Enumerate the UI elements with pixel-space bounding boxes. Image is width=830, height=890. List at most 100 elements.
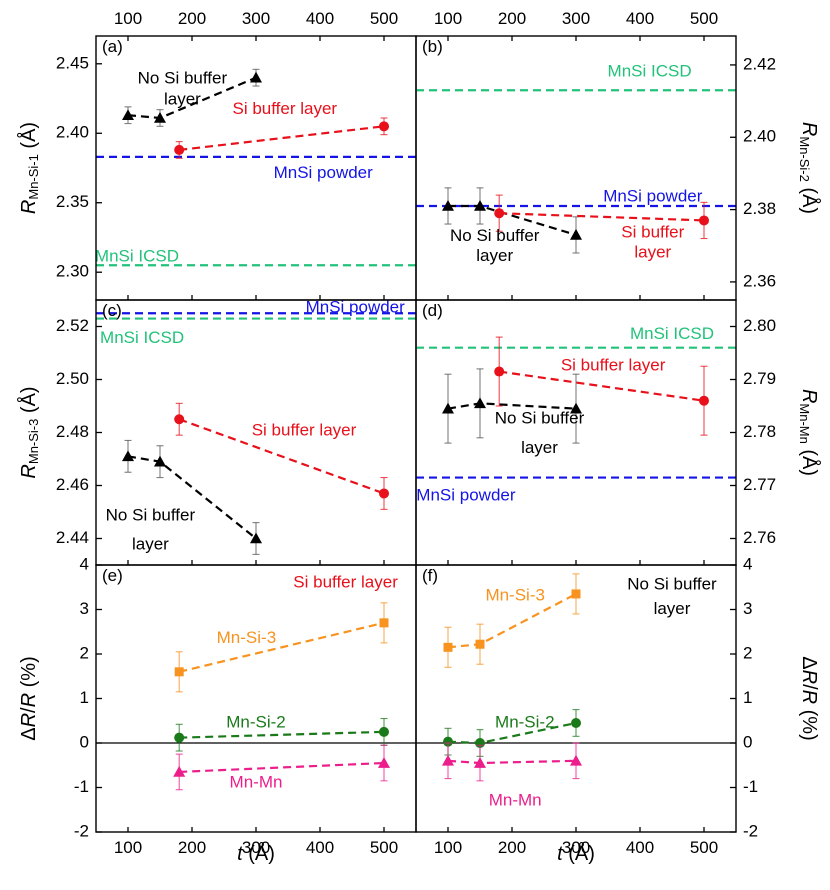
panel-a-annotation-1: No Si buffer	[138, 69, 228, 88]
panel-c-annotation-3: Si buffer layer	[252, 421, 357, 440]
panel-b-series-1-point-1	[442, 199, 454, 211]
panel-f-series-1-point-3	[571, 589, 581, 599]
panel-e-xtick-label-3: 300	[242, 838, 270, 857]
panel-f-ytick-label-3: 0	[743, 732, 752, 751]
panel-e-ytick-label-1: -2	[74, 821, 89, 840]
panel-f-ytick-label-5: 2	[743, 643, 752, 662]
panel-e-series-3-line	[179, 761, 385, 774]
panel-a-ytick-label-3: 2.40	[56, 123, 89, 142]
panel-a-top-tick-label-4: 400	[306, 9, 334, 28]
panel-d-annotation-3: No Si buffer	[495, 409, 585, 428]
panel-f-annotation-4: Mn-Si-2	[495, 712, 555, 731]
panel-e-annotation-4: Mn-Mn	[230, 773, 283, 792]
panel-c-series-2-point-1	[174, 414, 185, 425]
panel-d-series-2-point-1	[494, 366, 505, 377]
panel-b-ytick-label-4: 2.42	[743, 54, 776, 73]
panel-a-top-tick-label-3: 300	[242, 9, 270, 28]
panel-a-annotation-2: layer	[164, 89, 201, 108]
panel-a-series-2-point-1	[174, 144, 185, 155]
panel-e-ytick-label-7: 4	[80, 554, 89, 573]
panel-f-series-1-point-2	[475, 639, 485, 649]
panel-a-ylabel: RMn-Si-1 (Å)	[17, 122, 41, 214]
panel-a-series-2-point-2	[379, 121, 389, 132]
panel-d-ytick-label-3: 2.78	[743, 422, 776, 441]
panel-b-top-tick-label-4: 400	[626, 9, 654, 28]
panel-c-series-1-line	[127, 455, 257, 540]
panel-e-xtick-label-1: 100	[114, 838, 142, 857]
panel-b-series-2-point-2	[699, 215, 709, 226]
panel-e-ytick-label-3: 0	[80, 732, 89, 751]
panel-f-ytick-label-2: -1	[743, 777, 758, 796]
panel-f-annotation-3: Mn-Si-3	[485, 586, 545, 605]
panel-e-series-2-line	[179, 730, 385, 739]
panel-f-ytick-label-6: 3	[743, 599, 752, 618]
panel-c-annotation-5: layer	[132, 535, 169, 554]
panel-e-ytick-label-5: 2	[80, 643, 89, 662]
panel-e-ytick-label-6: 3	[80, 599, 89, 618]
panel-a-series-1-point-3	[250, 71, 262, 83]
panel-e-label: (e)	[102, 566, 123, 585]
panel-b-annotation-1: MnSi ICSD	[608, 62, 692, 81]
panel-f-series-3-point-1	[442, 754, 454, 766]
panel-c-annotation-2: MnSi ICSD	[100, 328, 184, 347]
panel-a-ytick-label-2: 2.35	[56, 192, 89, 211]
panel-d-annotation-1: MnSi ICSD	[630, 324, 714, 343]
panel-b-ylabel-text: RMn-Si-2 (Å)	[797, 122, 821, 214]
panel-d-ytick-label-2: 2.77	[743, 475, 776, 494]
panel-e-xtick-label-4: 400	[306, 838, 334, 857]
panel-b-ylabel: RMn-Si-2 (Å)	[797, 122, 821, 214]
panel-b-top-tick-label-2: 200	[498, 9, 526, 28]
panel-b-top-tick-label-3: 300	[562, 9, 590, 28]
panel-e-ytick-label-4: 1	[80, 688, 89, 707]
panel-c-ytick-label-4: 2.50	[56, 369, 89, 388]
panel-b-ytick-label-3: 2.40	[743, 127, 776, 146]
panel-f-xtick-label-3: 300	[562, 838, 590, 857]
panel-c-annotation-1: MnSi powder	[306, 297, 406, 316]
panel-d-annotation-2: Si buffer layer	[561, 356, 666, 375]
panel-e-annotation-1: Si buffer layer	[293, 572, 398, 591]
panel-b-top-tick-label-1: 100	[434, 9, 462, 28]
panel-f-xtick-label-2: 200	[498, 838, 526, 857]
panel-a-top-tick-label-1: 100	[114, 9, 142, 28]
panel-b-series-1-point-2	[474, 199, 486, 211]
panel-b-top-tick-label-5: 500	[690, 9, 718, 28]
panel-e-series-1-point-1	[174, 667, 184, 677]
panel-d-series-2-point-2	[699, 395, 709, 406]
panel-b-annotation-5: Si buffer	[621, 223, 684, 242]
panel-e-series-2-point-1	[174, 732, 185, 743]
panel-c-ytick-label-5: 2.52	[56, 316, 89, 335]
panel-e-ylabel-text: ΔR/R (%)	[18, 656, 40, 741]
panel-d-annotation-4: layer	[521, 438, 558, 457]
panel-d-series-1-point-2	[474, 397, 486, 409]
panel-c-label: (c)	[102, 301, 122, 320]
panel-a-series-1-point-2	[154, 111, 166, 123]
panel-a-top-tick-label-5: 500	[370, 9, 398, 28]
panel-f-series-3-point-2	[474, 757, 486, 768]
panel-e-series-1-point-2	[379, 618, 389, 628]
panel-a-label: (a)	[102, 37, 123, 56]
panel-b-label: (b)	[422, 37, 443, 56]
panel-f-series-2-point-1	[443, 736, 453, 747]
panel-d-annotation-5: MnSi powder	[416, 486, 516, 505]
panel-b-annotation-3: No Si buffer	[450, 226, 540, 245]
panel-d-ylabel: RMn-Mn (Å)	[797, 389, 821, 476]
panel-d-ylabel-text: RMn-Mn (Å)	[797, 389, 821, 476]
panel-c-series-1-point-1	[122, 450, 134, 462]
panel-a-annotation-3: Si buffer layer	[233, 99, 338, 118]
panel-d-label: (d)	[422, 301, 443, 320]
panel-e-xtick-label-2: 200	[178, 838, 206, 857]
panel-f-annotation-2: layer	[654, 599, 691, 618]
panel-e-series-2-point-2	[379, 726, 389, 737]
panel-a-ylabel-text: RMn-Si-1 (Å)	[17, 122, 41, 214]
panel-e-series-1-line	[178, 621, 385, 673]
panel-a-series-2-line	[179, 125, 385, 152]
panel-d-series-2-line	[499, 370, 705, 402]
panel-c-annotation-4: No Si buffer	[106, 505, 196, 524]
panel-e-series-3-point-1	[173, 765, 186, 777]
panel-c-series-1-point-2	[154, 455, 166, 467]
panel-a-annotation-5: MnSi ICSD	[95, 246, 179, 265]
panel-b-series-1-point-3	[570, 228, 582, 240]
panel-c-series-2-point-2	[379, 488, 389, 499]
panel-a-series-1-point-1	[122, 109, 134, 120]
